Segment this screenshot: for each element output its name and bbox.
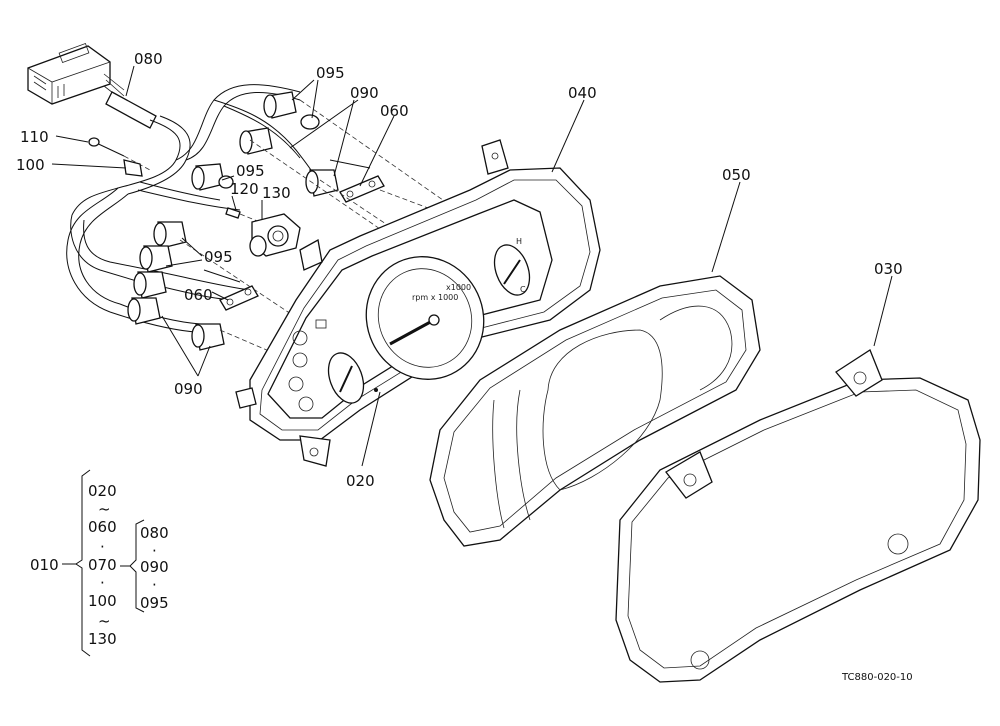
connector-080 [27, 43, 157, 129]
screw-110 [88, 137, 151, 171]
group-a-item: 100 [88, 592, 117, 610]
group-b-item: 090 [140, 558, 169, 576]
label-030: 030 [874, 260, 903, 278]
label-080: 080 [134, 50, 163, 68]
group-b-item: 095 [140, 594, 169, 612]
group-b-item: 080 [140, 524, 169, 542]
socket [139, 245, 173, 273]
label-095-middle: 095 [236, 162, 265, 180]
socket [263, 91, 297, 119]
face-plate-020: rpm x 1000 x1000 H C [267, 199, 553, 419]
group-b-item: · [152, 542, 157, 560]
tachometer-label: rpm x 1000 [412, 293, 458, 302]
bulb-sockets [127, 91, 339, 351]
label-120: 120 [230, 180, 259, 198]
socket-130 [249, 213, 301, 257]
temp-hot-label: H [516, 237, 522, 246]
socket [305, 169, 339, 197]
socket [127, 297, 161, 325]
rear-cover-030 [615, 349, 981, 683]
part-labels: 080 095 090 060 110 100 095 120 130 095 … [16, 50, 903, 490]
group-a-item: 130 [88, 630, 117, 648]
leader-lines [51, 65, 893, 467]
plate-060-left [203, 269, 259, 311]
label-040: 040 [568, 84, 597, 102]
label-050: 050 [722, 166, 751, 184]
assembly-breakdown: 010 020 ~ 060 · 070 · 100 ~ 130 080 · 09… [30, 469, 169, 657]
label-020: 020 [346, 472, 375, 490]
group-a-item: 020 [88, 482, 117, 500]
group-a-item: ~ [98, 612, 111, 630]
socket [239, 127, 273, 155]
label-090-bottom: 090 [174, 380, 203, 398]
drawing-code: TC880-020-10 [841, 672, 913, 683]
group-b-item: · [152, 576, 157, 594]
socket [191, 323, 225, 351]
tachometer-unit: x1000 [446, 283, 471, 292]
clamp-100 [123, 159, 143, 177]
label-060-left: 060 [184, 286, 213, 304]
group-a-item: ~ [98, 500, 111, 518]
group-a-item: 060 [88, 518, 117, 536]
assembly-010: 010 [30, 556, 59, 574]
label-060-top: 060 [380, 102, 409, 120]
label-130: 130 [262, 184, 291, 202]
plate-060-top [329, 159, 385, 203]
socket [191, 163, 234, 191]
socket [153, 221, 187, 249]
label-095-left: 095 [204, 248, 233, 266]
group-a-item: 070 [88, 556, 117, 574]
socket [133, 271, 167, 299]
label-110: 110 [20, 128, 49, 146]
label-100: 100 [16, 156, 45, 174]
group-a-item: · [100, 574, 105, 592]
temp-cold-label: C [520, 285, 526, 294]
group-a-item: · [100, 538, 105, 556]
window-frame-050 [429, 275, 761, 547]
label-095-top: 095 [316, 64, 345, 82]
wire-harness [66, 84, 319, 333]
label-090-top: 090 [350, 84, 379, 102]
bulb [300, 114, 320, 130]
